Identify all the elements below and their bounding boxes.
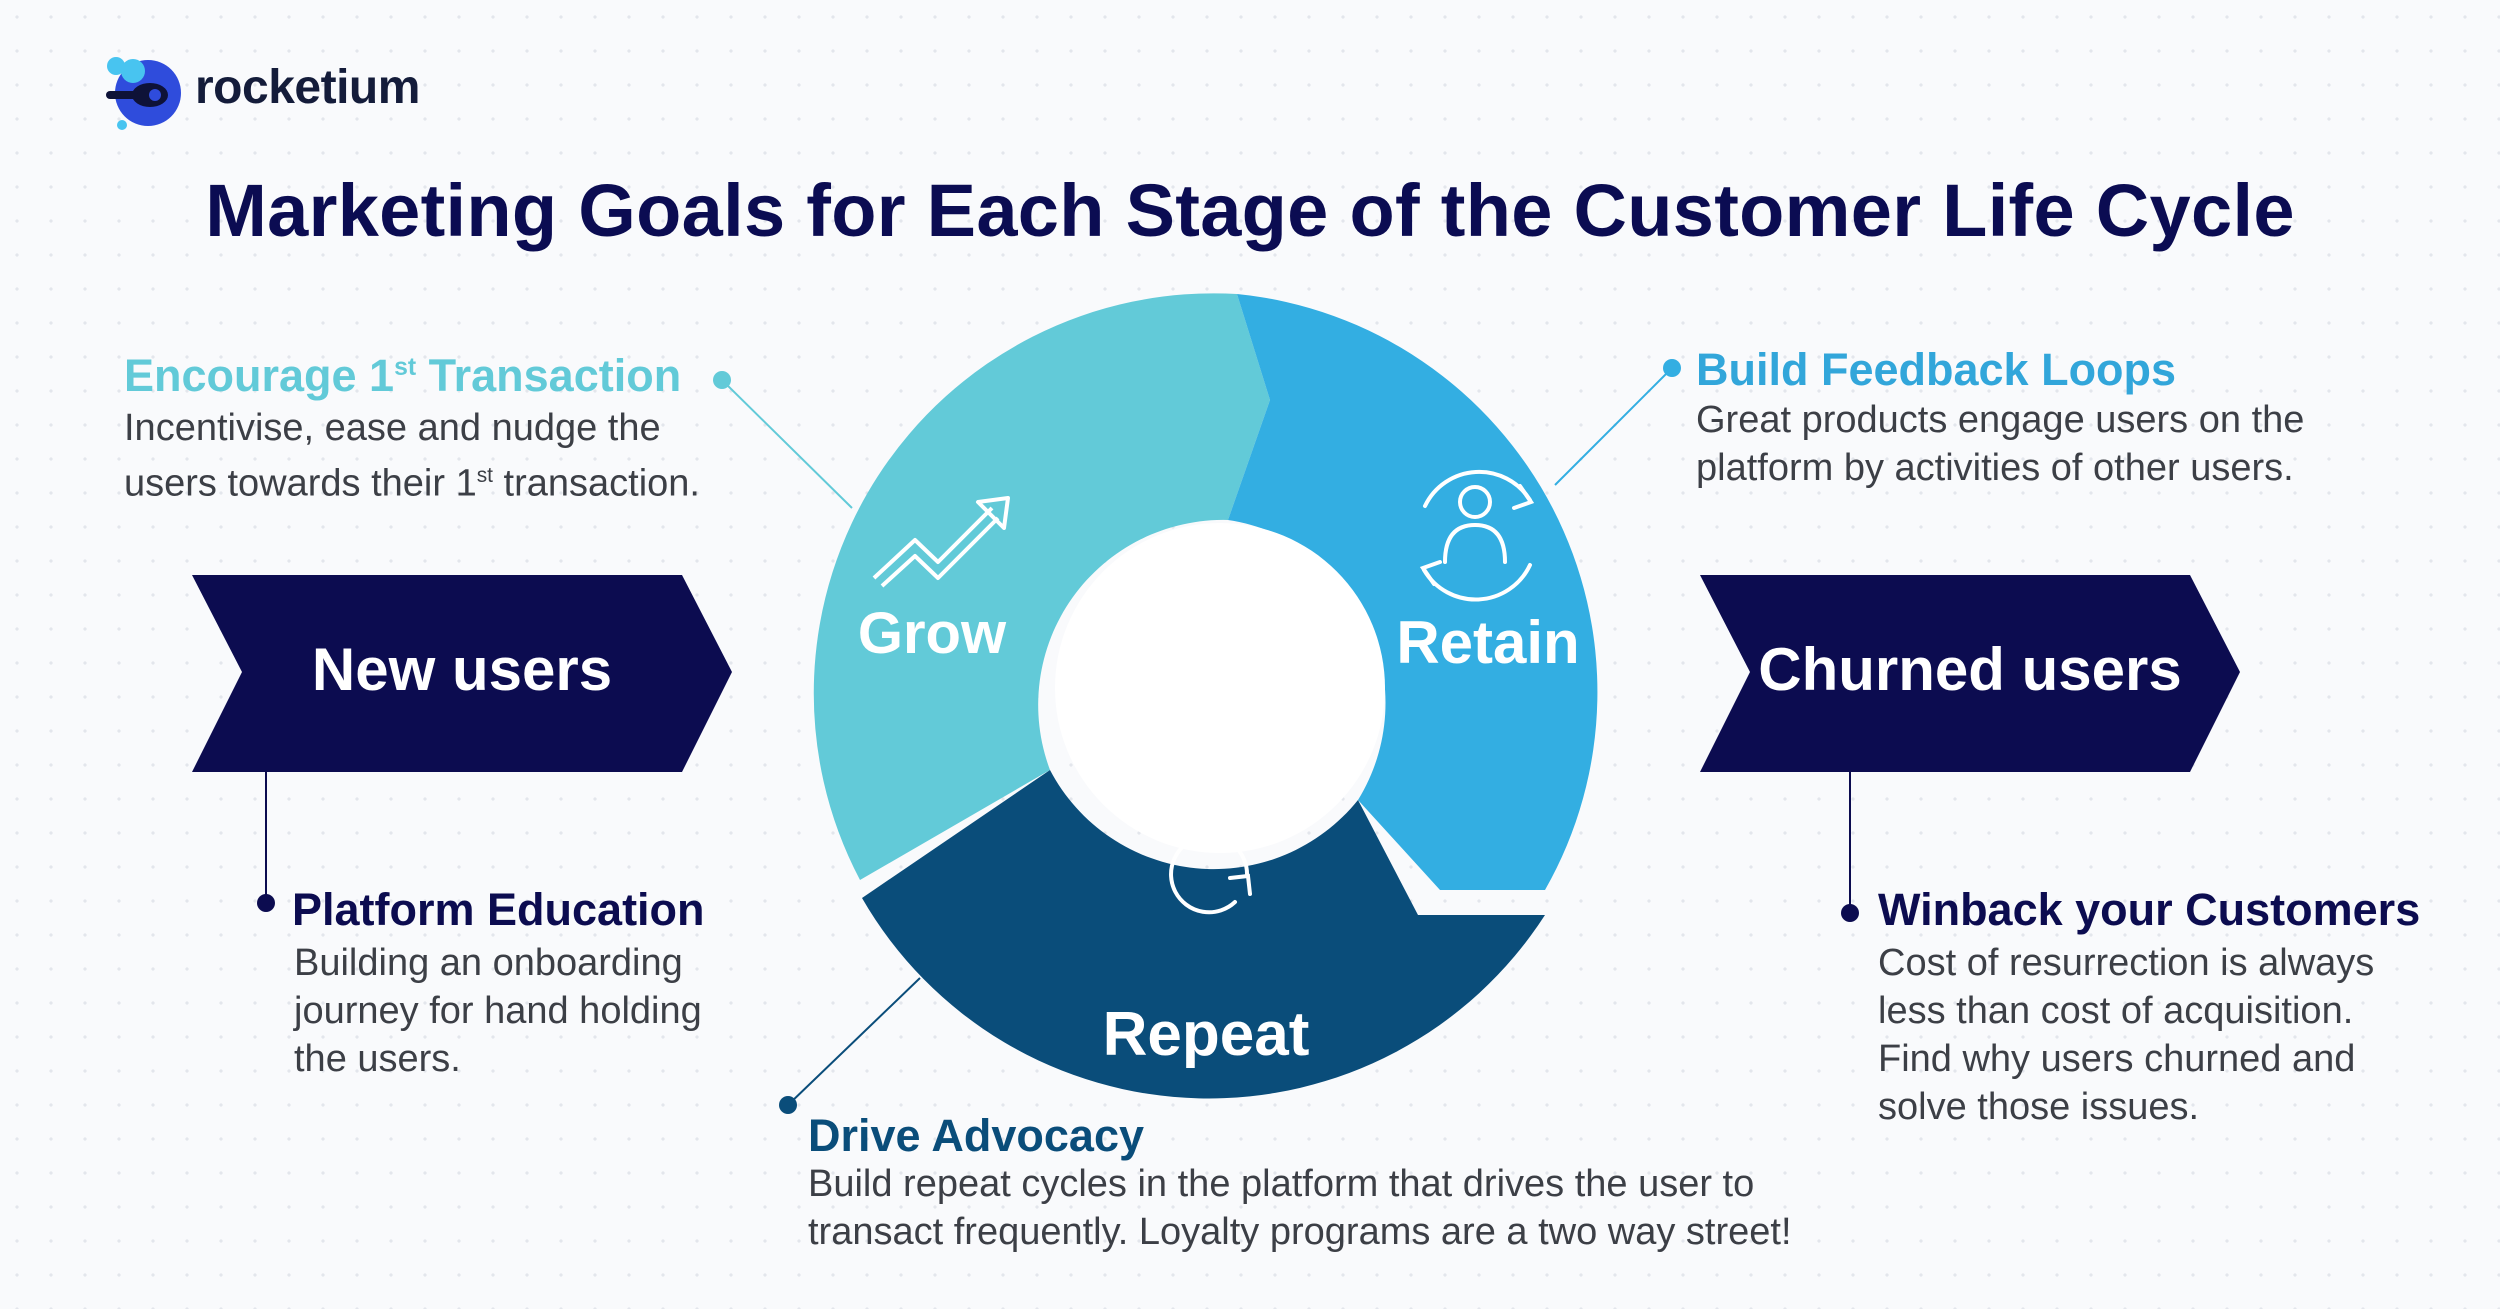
refresh-icon [1169,834,1252,915]
drive-advocacy-title: Drive Advocacy [808,1110,1145,1161]
cycle-label-grow: Grow [858,601,1007,666]
cycle-center [1055,523,1385,853]
platform-education-body: Building an onboarding journey for hand … [294,942,702,1080]
cycle-label-retain: Retain [1396,609,1579,676]
leader-feedback [1554,359,1681,486]
brand-logo-text: rocketium [195,61,420,114]
cycle-segment-retain [1228,294,1598,890]
user-cycle-icon [1419,469,1535,602]
cycle-label-repeat: Repeat [1103,1000,1310,1069]
feedback-loops-title: Build Feedback Loops [1696,344,2177,395]
winback-customers-body: Cost of resurrection is always less than… [1878,942,2375,1128]
cycle-segment-grow [813,293,1270,880]
rocket-logo-icon [106,57,181,130]
churned-users-label: Churned users [1758,636,2182,703]
encourage-transaction-body: Incentivise, ease and nudge the users to… [124,407,700,505]
page-title: Marketing Goals for Each Stage of the Cu… [205,169,2295,252]
leader-advocacy [779,977,921,1114]
platform-education-title: Platform Education [292,884,705,935]
drive-advocacy-body: Build repeat cycles in the platform that… [808,1163,1792,1253]
encourage-transaction-title: Encourage 1st Transaction [124,350,682,401]
new-users-label: New users [311,636,613,703]
trend-up-arrow-icon [872,496,1010,588]
new-users-chevron [192,575,732,772]
feedback-loops-body: Great products engage users on the platf… [1696,399,2305,489]
leader-education [257,772,275,912]
leader-churned [1841,772,1859,922]
winback-customers-title: Winback your Customers [1878,884,2421,935]
leader-encourage [713,371,853,509]
cycle-segment-repeat [862,770,1545,1099]
churned-users-chevron [1700,575,2240,772]
